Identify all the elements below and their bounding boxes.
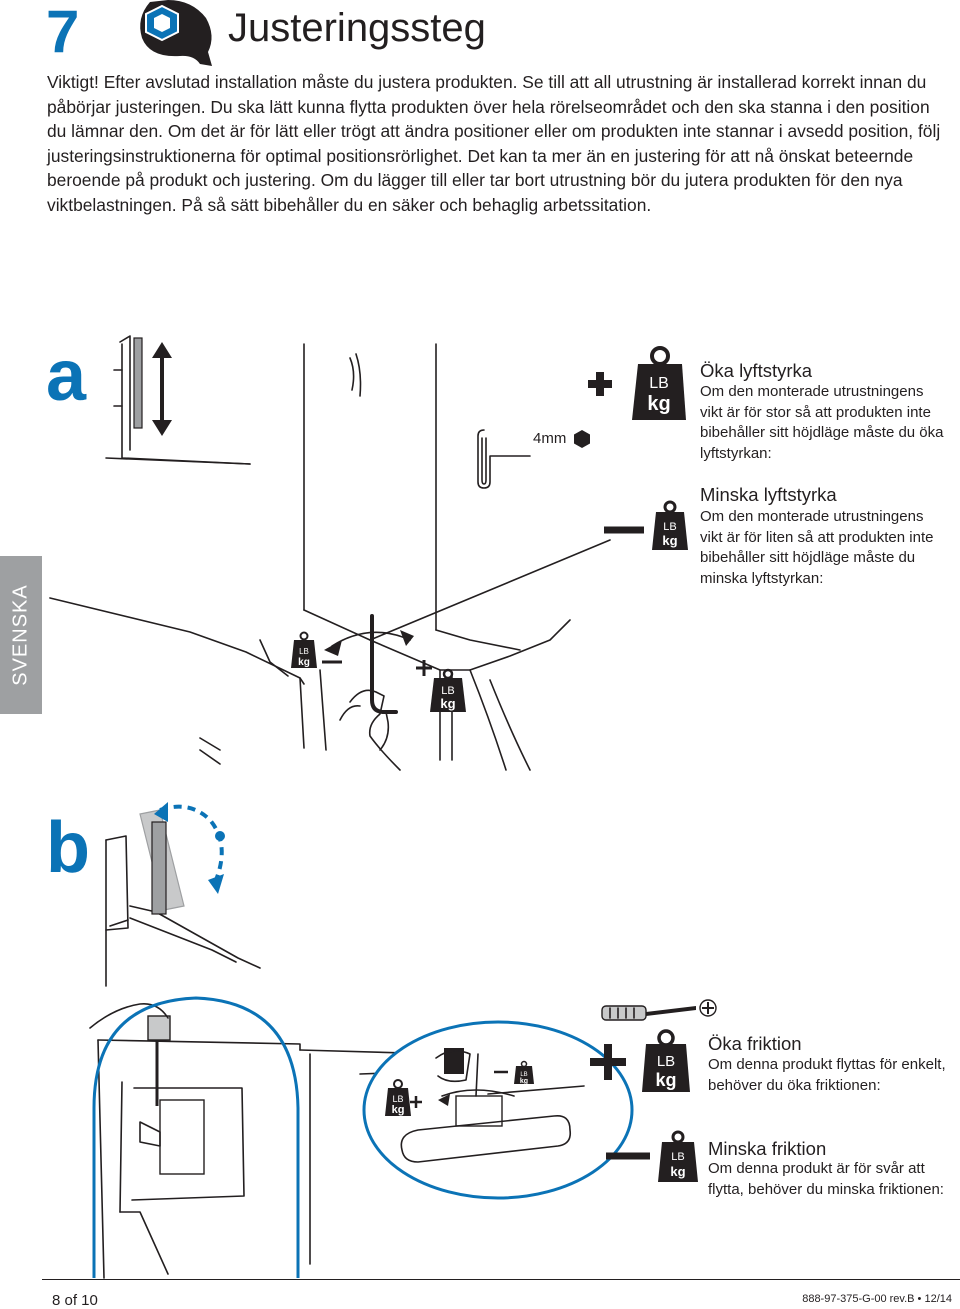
- hex-key-size: 4mm: [533, 430, 567, 447]
- section-b-label: b: [46, 808, 90, 888]
- footer-rule: [42, 1279, 960, 1280]
- increase-friction-text: Om denna produkt flyttas för enkelt, beh…: [708, 1056, 946, 1094]
- friction-plus-icon: LB kg: [590, 1029, 690, 1092]
- section-a-label: a: [46, 336, 87, 416]
- zoom-circle-left: [92, 996, 300, 1278]
- weight-minus-small-icon: LB kg: [291, 631, 342, 668]
- svg-text:kg: kg: [392, 1104, 405, 1116]
- hex-bolt-icon: [574, 430, 590, 448]
- weight-kg-text: kg: [647, 393, 670, 415]
- step-number: 7: [46, 0, 80, 65]
- hex-tool-icon: [140, 0, 212, 66]
- svg-text:LB: LB: [392, 1094, 403, 1104]
- svg-text:LB: LB: [671, 1151, 684, 1163]
- svg-text:kg: kg: [440, 696, 455, 711]
- weight-plus-icon: LB kg: [588, 346, 686, 420]
- increase-lift-heading: Öka lyftstyrka: [700, 360, 813, 381]
- screwdriver-icon: [601, 999, 717, 1021]
- zoom-circle-right: LB kg LB kg: [362, 1020, 634, 1200]
- increase-lift-text: Om den monterade utrustningens vikt är f…: [700, 383, 944, 462]
- svg-text:LB: LB: [299, 647, 309, 656]
- friction-minus-icon: LB kg: [606, 1130, 698, 1182]
- svg-text:kg: kg: [670, 1164, 685, 1179]
- svg-text:LB: LB: [441, 685, 454, 697]
- svg-text:kg: kg: [298, 657, 310, 668]
- language-label: SVENSKA: [9, 584, 32, 686]
- document-number: 888-97-375-G-00 rev.B • 12/14: [802, 1293, 952, 1305]
- decrease-lift-text: Om den monterade utrustningens vikt är f…: [700, 508, 934, 587]
- page-number: 8 of 10: [52, 1292, 98, 1309]
- decrease-friction-text: Om denna produkt är för svår att flytta,…: [708, 1160, 944, 1198]
- svg-text:kg: kg: [655, 1070, 676, 1090]
- svg-text:LB: LB: [520, 1072, 527, 1078]
- weight-plus-small-icon: LB kg: [416, 660, 466, 712]
- height-adjust-illustration: [105, 335, 251, 465]
- weight-lb-text: LB: [649, 375, 669, 392]
- svg-text:LB: LB: [663, 521, 676, 533]
- desk-underside-illustration: [49, 343, 611, 771]
- language-tab: SVENSKA: [0, 556, 42, 714]
- svg-text:LB: LB: [657, 1053, 675, 1070]
- intro-paragraph: Viktigt! Efter avslutad installation mås…: [47, 72, 941, 215]
- page-title: Justeringssteg: [228, 6, 486, 50]
- weight-minus-icon: LB kg: [604, 500, 688, 550]
- svg-text:kg: kg: [662, 533, 677, 548]
- tilt-adjust-illustration: [105, 802, 261, 987]
- increase-friction-heading: Öka friktion: [708, 1033, 802, 1054]
- decrease-lift-heading: Minska lyftstyrka: [700, 484, 837, 505]
- decrease-friction-heading: Minska friktion: [708, 1138, 827, 1159]
- svg-text:kg: kg: [520, 1078, 528, 1085]
- hex-key-illustration: [477, 429, 531, 489]
